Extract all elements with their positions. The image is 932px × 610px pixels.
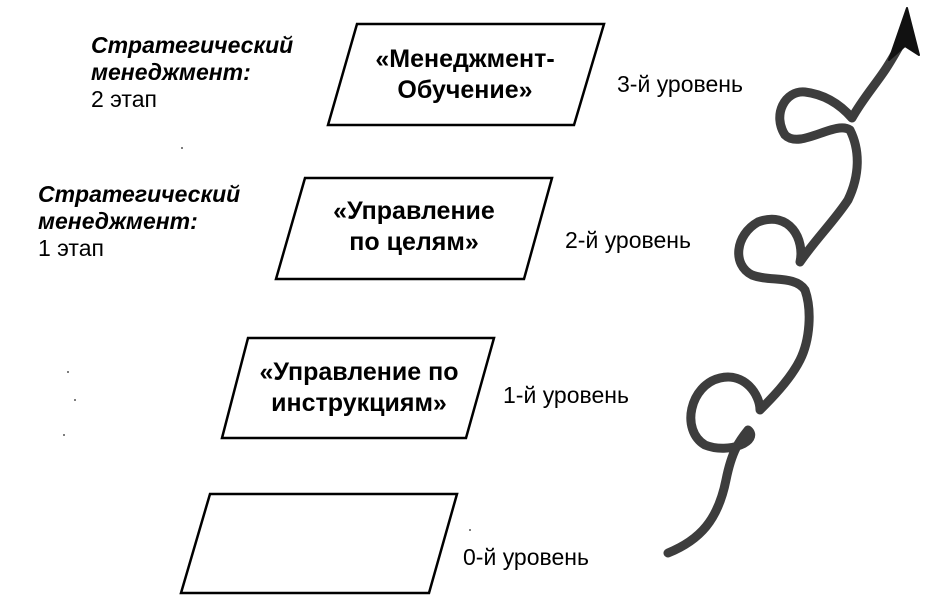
level-label-3: 3-й уровень [617,71,743,97]
speck [67,371,69,373]
box-text-line1: «Управление [333,197,495,225]
box-level-1-text: «Управление по инструкциям» [235,357,483,419]
box-level-2-text: «Управление по целям» [290,196,538,258]
level-label-2: 2-й уровень [565,227,691,253]
box-level-1 [220,336,496,440]
stage-number: 1 этап [38,235,104,261]
spiral-progress-arrow [663,35,908,558]
stage-title-line2: менеджмент: [91,59,251,85]
level-label-1: 1-й уровень [503,382,629,408]
box-text-line2: Обучение» [397,76,533,104]
box-text-line2: инструкциям» [271,389,447,417]
speck [181,147,183,149]
stage-number: 2 этап [91,86,157,112]
stage-label-1: Стратегический менеджмент: 1 этап [38,181,240,262]
speck [74,399,76,401]
stage-title-line1: Стратегический [91,32,294,58]
arrowhead-icon [888,7,920,61]
box-text-line2: по целям» [349,228,479,256]
box-level-2 [274,176,554,281]
stage-title-line1: Стратегический [38,181,241,207]
speck [63,434,65,436]
stage-label-2: Стратегический менеджмент: 2 этап [91,32,293,113]
level-label-0: 0-й уровень [463,544,589,570]
box-level-0 [179,492,459,595]
box-level-3 [326,22,606,127]
speck [469,529,471,531]
box-text-line1: «Управление по [259,358,459,386]
stage-title-line2: менеджмент: [38,208,198,234]
box-text-line1: «Менеджмент- [375,45,555,73]
box-level-3-text: «Менеджмент- Обучение» [340,44,590,106]
